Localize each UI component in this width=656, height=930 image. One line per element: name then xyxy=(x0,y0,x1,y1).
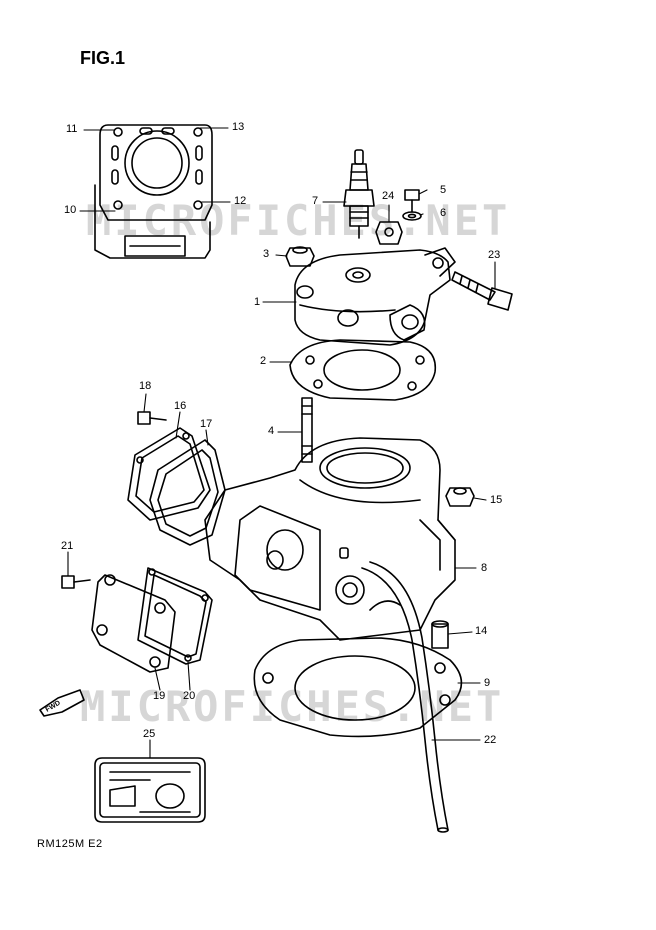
callout-7: 7 xyxy=(312,195,319,207)
cylinder-top-view-inset xyxy=(94,124,213,259)
callout-3: 3 xyxy=(263,248,270,260)
callout-25: 25 xyxy=(143,728,156,740)
model-code: RM125M E2 xyxy=(37,838,103,850)
callout-22: 22 xyxy=(484,734,497,746)
callout-23: 23 xyxy=(488,249,501,261)
caution-label-25 xyxy=(94,757,206,823)
bolt-23 xyxy=(451,271,513,311)
dowel-14 xyxy=(431,620,449,649)
callout-6: 6 xyxy=(440,207,447,219)
figure-title: FIG.1 xyxy=(80,48,126,68)
callout-16: 16 xyxy=(174,400,187,412)
callout-19: 19 xyxy=(153,690,166,702)
callout-8: 8 xyxy=(481,562,488,574)
callout-2: 2 xyxy=(260,355,267,367)
bolt-18 xyxy=(137,411,167,425)
cover-19 xyxy=(91,574,176,673)
cylinder-block xyxy=(204,437,456,641)
callout-15: 15 xyxy=(490,494,503,506)
callout-14: 14 xyxy=(475,625,488,637)
callout-13: 13 xyxy=(232,121,245,133)
leader-lines xyxy=(67,127,496,759)
nut-15 xyxy=(445,487,475,507)
callout-12: 12 xyxy=(234,195,247,207)
nut-3 xyxy=(285,246,315,267)
head-gasket xyxy=(289,339,437,401)
forward-arrow-icon xyxy=(39,689,85,717)
callout-21: 21 xyxy=(61,540,74,552)
bolt-21 xyxy=(61,575,91,589)
callout-1: 1 xyxy=(254,296,261,308)
nut-24 xyxy=(375,221,403,245)
callout-9: 9 xyxy=(484,677,491,689)
gasket-20 xyxy=(137,567,213,665)
base-gasket xyxy=(253,637,463,738)
callout-4: 4 xyxy=(268,425,275,437)
fwd-label: FWD xyxy=(45,700,62,714)
washer-6 xyxy=(402,211,422,221)
callout-17: 17 xyxy=(200,418,213,430)
callout-11: 11 xyxy=(66,123,78,135)
callout-5: 5 xyxy=(440,184,447,196)
callout-24: 24 xyxy=(382,190,395,202)
callout-20: 20 xyxy=(183,690,196,702)
valve-gasket-17 xyxy=(149,439,226,546)
callout-18: 18 xyxy=(139,380,152,392)
callout-10: 10 xyxy=(64,204,77,216)
breather-hose-22 xyxy=(361,561,449,833)
valve-cover-16 xyxy=(127,427,211,521)
spark-plug xyxy=(343,149,375,239)
cylinder-head xyxy=(294,247,456,346)
bolt-5 xyxy=(404,189,420,213)
